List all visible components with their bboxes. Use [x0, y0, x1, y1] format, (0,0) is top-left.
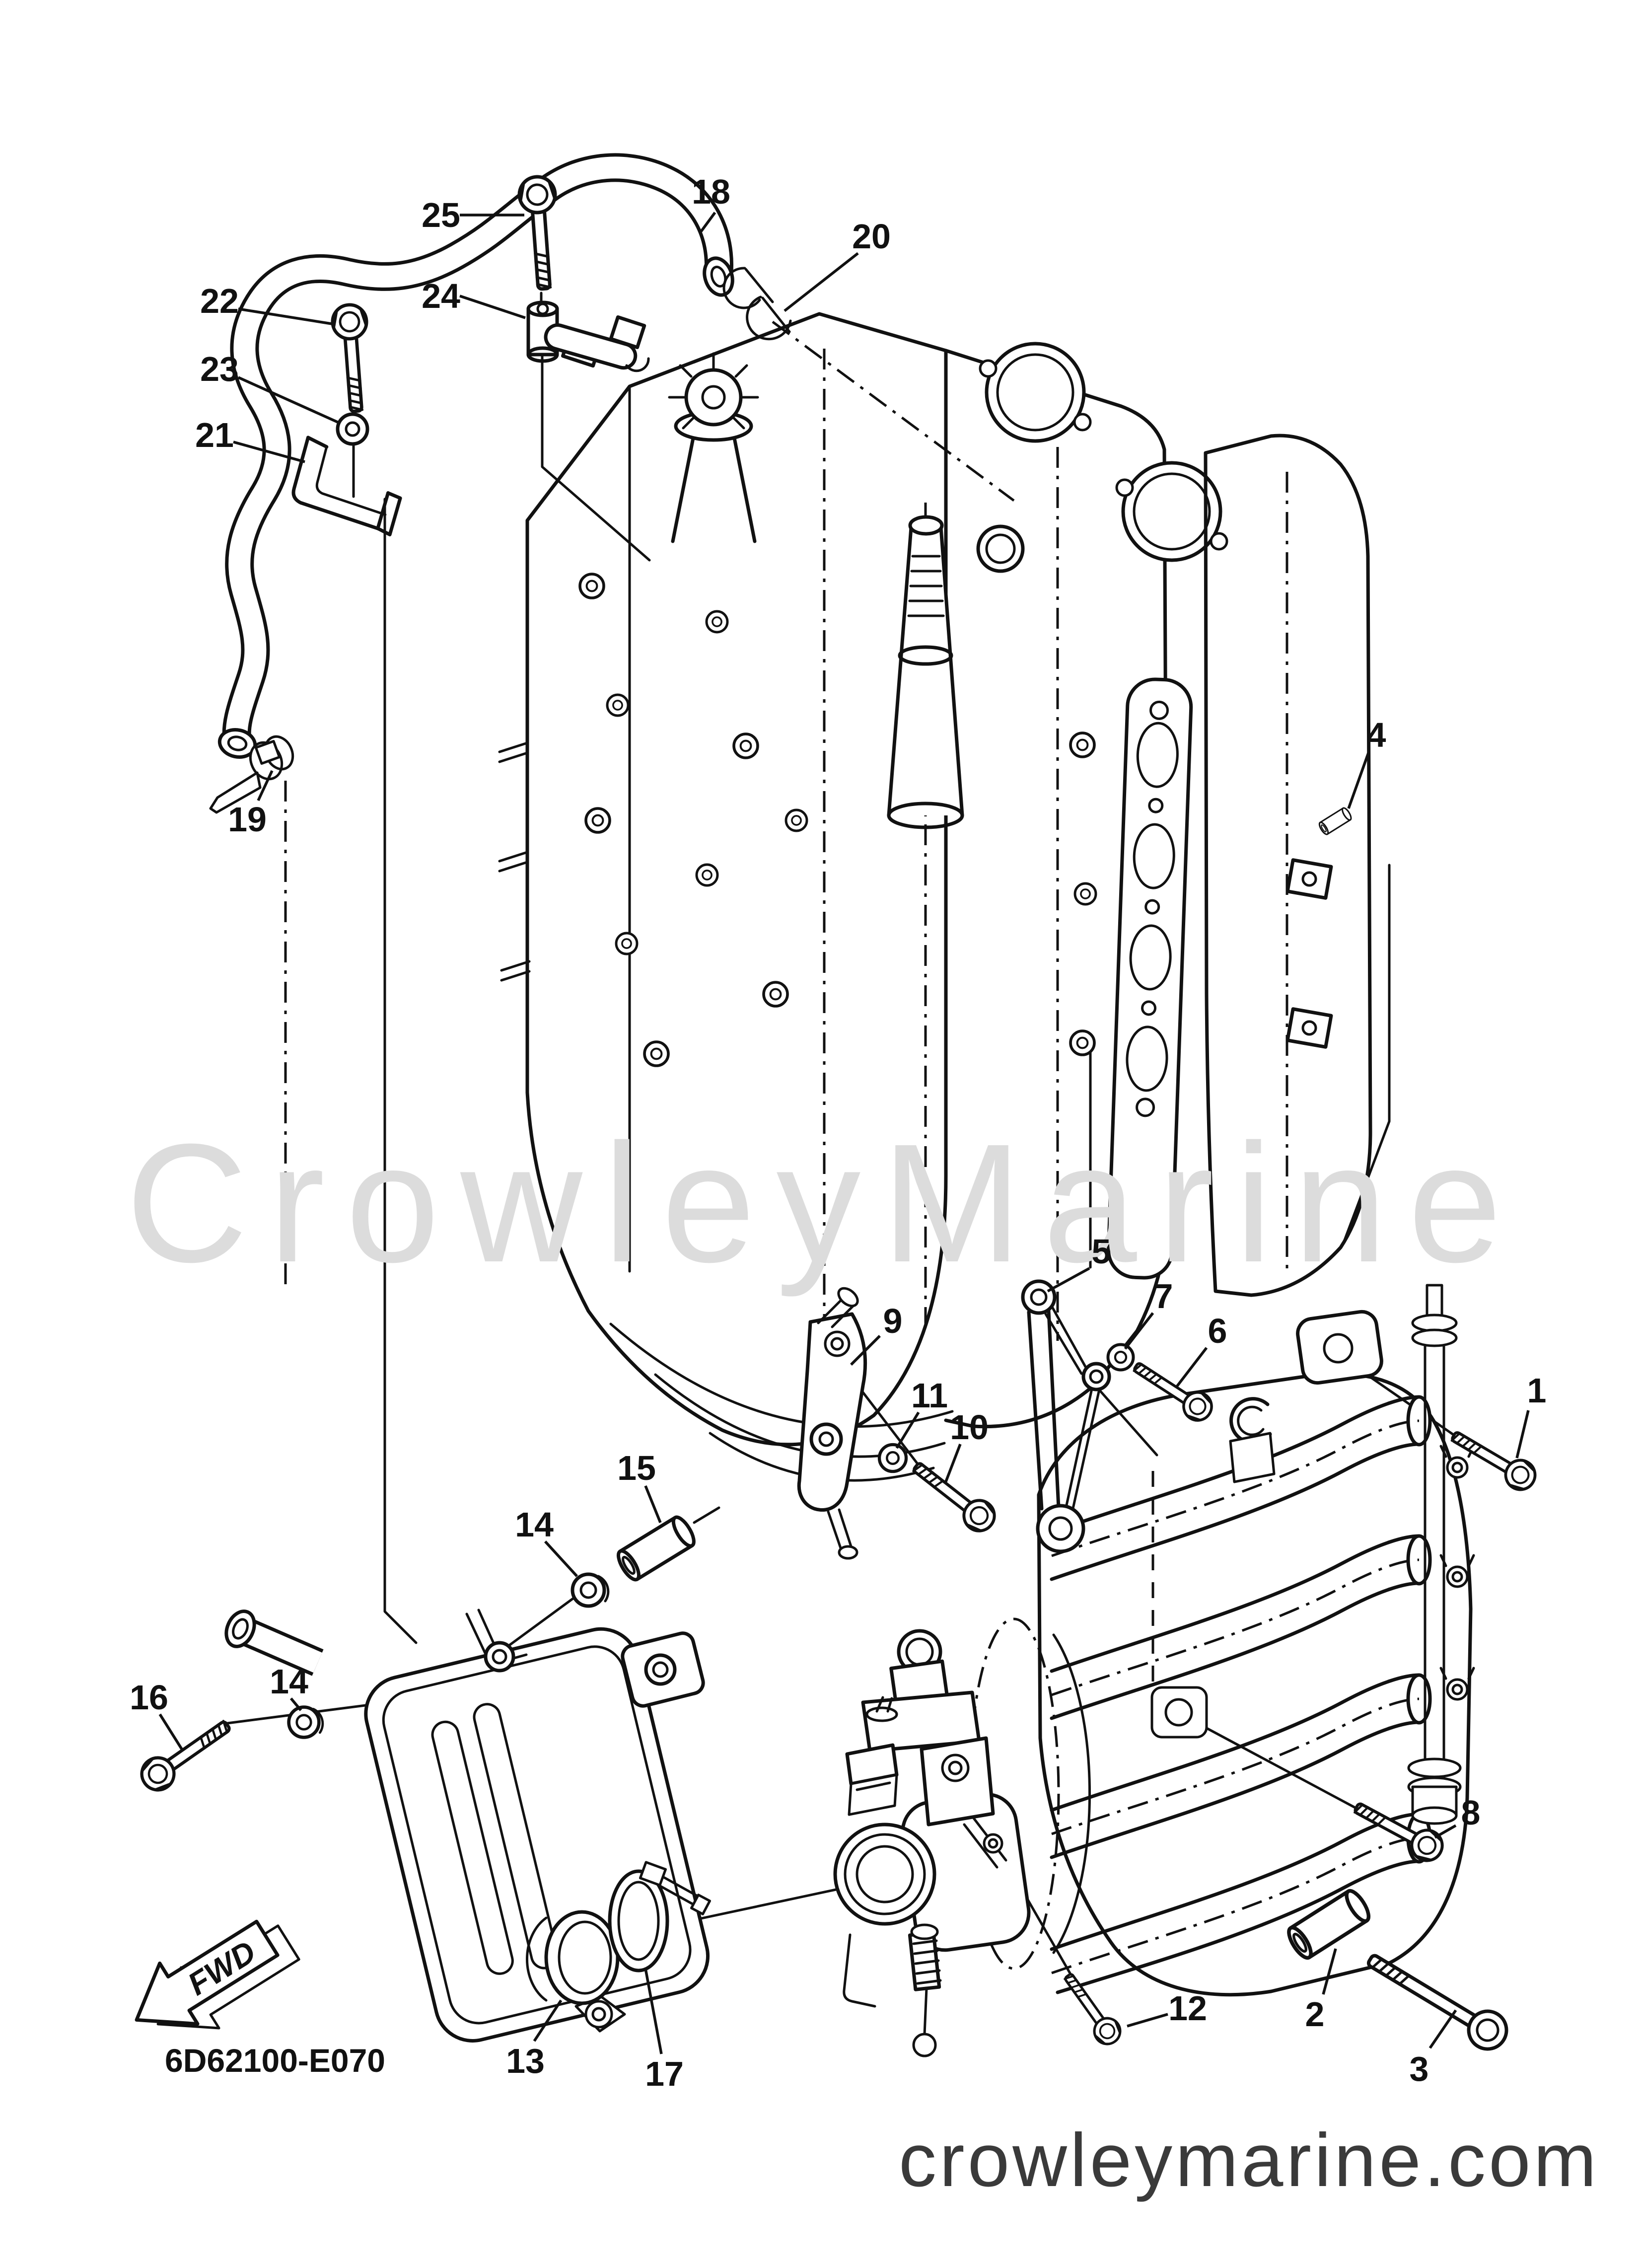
spring-clamp-art — [722, 267, 792, 341]
leader-line-19 — [257, 770, 274, 802]
bracket-21-art — [291, 436, 402, 537]
throttle-bores-art — [976, 342, 1228, 573]
bracket-9-art — [797, 1287, 867, 1560]
clamp-ring-17-art — [608, 1861, 712, 1973]
leader-line-13 — [533, 1999, 563, 2042]
leader-line-23 — [237, 376, 339, 424]
cable-tie-art — [209, 735, 294, 814]
callout-15: 15 — [617, 1449, 656, 1487]
bolt-16 — [136, 1712, 237, 1796]
callout-25: 25 — [422, 196, 460, 234]
leader-line-8 — [1434, 1824, 1457, 1839]
leader-line-3 — [1428, 2009, 1457, 2049]
leader-line-1 — [1515, 1410, 1530, 1459]
callout-6: 6 — [1208, 1312, 1227, 1350]
intake-manifold-lower-art — [968, 1284, 1475, 1997]
callout-20: 20 — [852, 217, 891, 256]
callout-3: 3 — [1410, 2049, 1429, 2088]
bracket-5-art — [1021, 1279, 1111, 1553]
leader-line-24 — [459, 294, 526, 319]
leader-line-20 — [784, 252, 859, 312]
callout-16: 16 — [130, 1678, 168, 1717]
leader-line-15 — [644, 1485, 662, 1524]
callout-19: 19 — [228, 800, 267, 839]
intake-manifold-upper-art — [1107, 434, 1372, 1297]
leader-line-18 — [700, 212, 716, 232]
leader-line-6 — [1175, 1347, 1208, 1388]
leader-line-14 — [289, 1697, 302, 1711]
callout-1: 1 — [1527, 1371, 1547, 1410]
callout-14: 14 — [515, 1505, 554, 1544]
leader-line-5 — [1047, 1267, 1090, 1293]
leader-line-7 — [1124, 1312, 1154, 1350]
callout-2: 2 — [1305, 1995, 1325, 2034]
leader-line-9 — [850, 1335, 881, 1366]
callout-8: 8 — [1461, 1793, 1481, 1832]
pivot-bracket-art — [465, 1609, 528, 1673]
bolt-22 — [331, 303, 373, 412]
callout-21: 21 — [195, 416, 234, 454]
drawing-number: 6D62100-E070 — [165, 2042, 385, 2079]
callout-7: 7 — [1154, 1277, 1173, 1316]
callout-5: 5 — [1092, 1232, 1111, 1271]
leader-line-16 — [158, 1713, 183, 1750]
site-url: crowleymarine.com — [899, 2118, 1599, 2202]
port-gasket-plate — [1107, 677, 1193, 1280]
callout-23: 23 — [200, 350, 239, 388]
pin-4 — [1317, 805, 1354, 837]
sleeve-15 — [615, 1514, 698, 1583]
hose-clamp-24-art — [526, 300, 650, 372]
callout-22: 22 — [200, 282, 239, 320]
callout-10: 10 — [950, 1408, 989, 1447]
callout-12: 12 — [1168, 1989, 1207, 2028]
bushing-14-lower — [289, 1707, 323, 1738]
callout-4: 4 — [1367, 716, 1386, 754]
bushing-14-upper — [572, 1574, 608, 1606]
engine-block-art — [498, 312, 1170, 1482]
leader-line-21 — [233, 440, 305, 463]
leader-line-10 — [944, 1444, 962, 1483]
leader-line-12 — [1127, 2013, 1168, 2028]
leader-line-4 — [1347, 752, 1370, 809]
bolt-25 — [518, 175, 562, 290]
callout-layer: 1234567891011121314141516171819202122232… — [130, 172, 1546, 2093]
washer-11 — [879, 1445, 906, 1471]
leader-line-22 — [238, 307, 332, 325]
fwd-arrow-icon: FWD — [135, 1919, 300, 2030]
washer-7 — [1108, 1345, 1134, 1370]
leader-line-14 — [544, 1540, 578, 1577]
leader-line-2 — [1322, 1948, 1337, 1995]
callout-17: 17 — [645, 2054, 684, 2093]
spacer-2 — [1285, 1888, 1373, 1961]
callout-18: 18 — [692, 172, 730, 211]
watermark-text: CrowleyMarine — [126, 1109, 1522, 1298]
callout-9: 9 — [883, 1302, 903, 1340]
throttle-body-art — [833, 1629, 1031, 2057]
breather-hose-art — [217, 153, 734, 759]
washer-23 — [338, 414, 367, 444]
callout-24: 24 — [422, 277, 460, 315]
bolt-10 — [907, 1454, 1000, 1536]
leader-line-11 — [895, 1411, 920, 1449]
callout-13: 13 — [506, 2042, 545, 2080]
leader-line-17 — [644, 1968, 663, 2054]
callout-11: 11 — [911, 1376, 948, 1415]
callout-14: 14 — [270, 1662, 308, 1701]
